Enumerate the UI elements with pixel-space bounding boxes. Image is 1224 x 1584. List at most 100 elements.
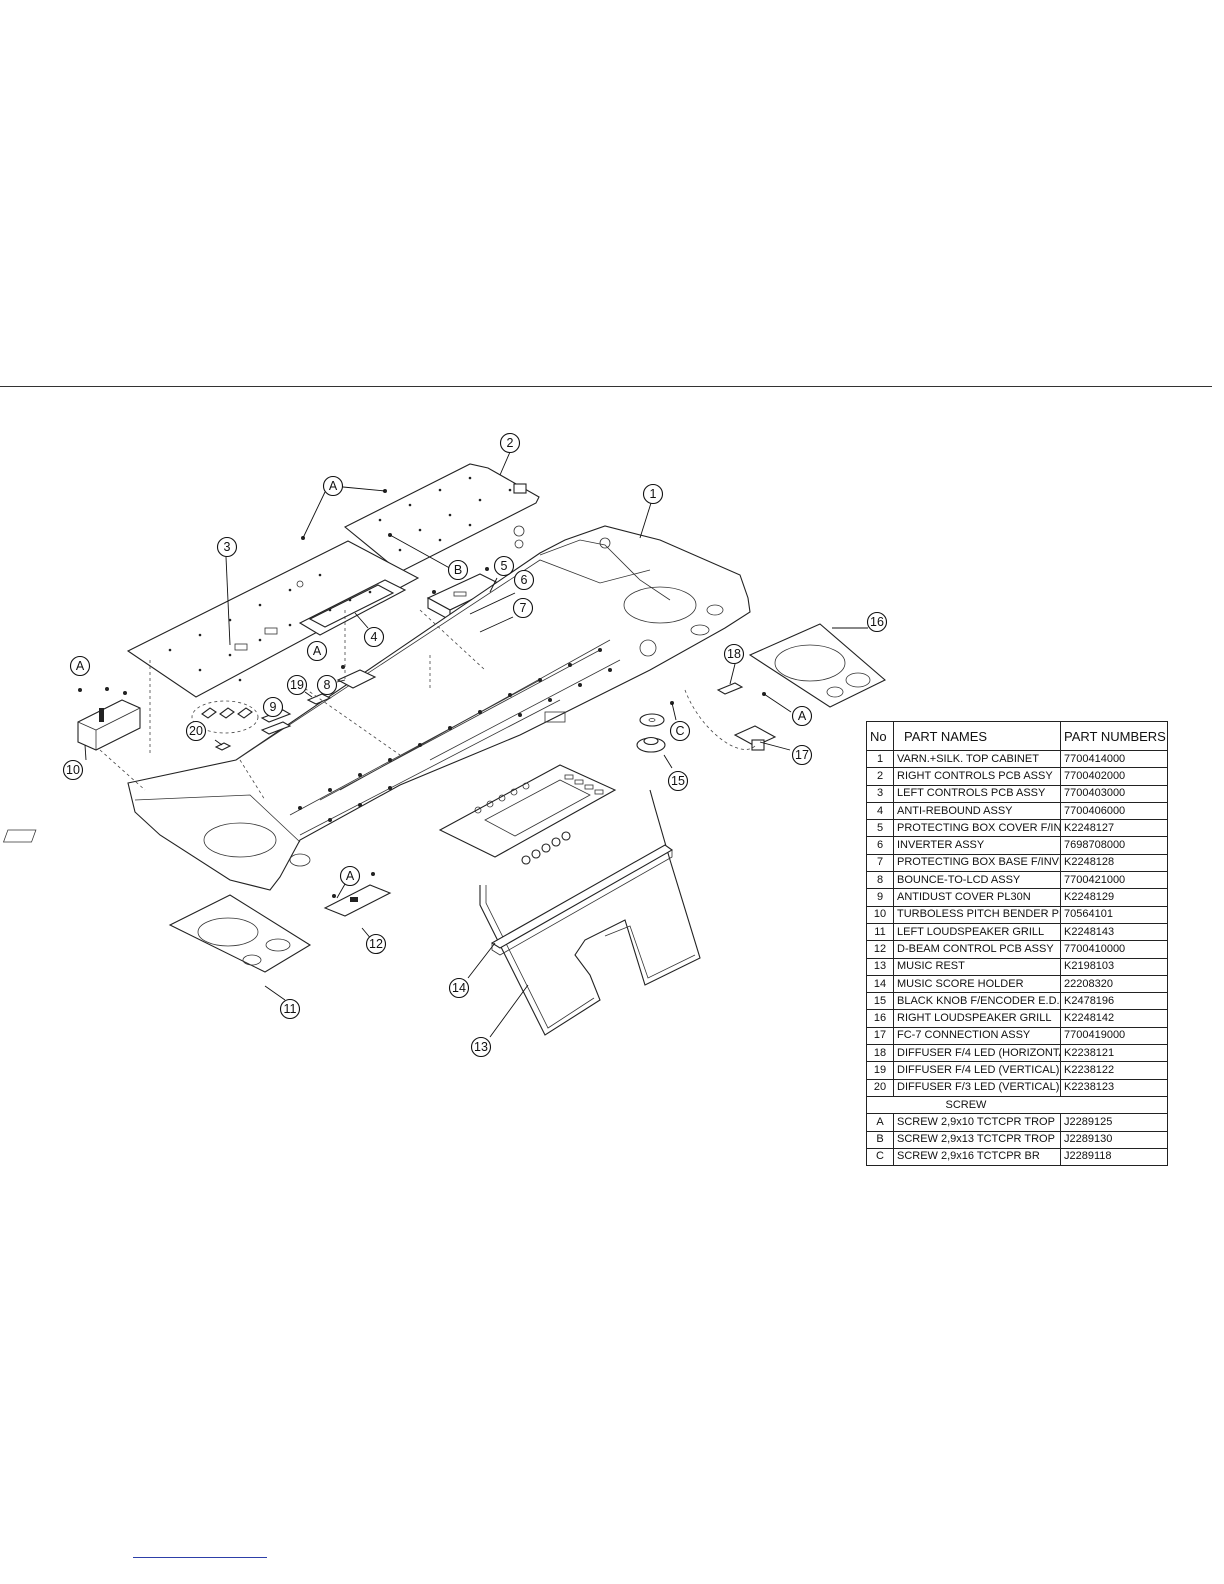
leader-lines bbox=[84, 451, 868, 1038]
callout-8: 8 bbox=[316, 674, 338, 696]
callout-13: 13 bbox=[470, 1036, 492, 1058]
assembly-guide-lines bbox=[99, 609, 486, 801]
callout-label: 19 bbox=[290, 678, 304, 692]
part-number-cell: K2248142 bbox=[1060, 1009, 1168, 1028]
part-name-cell: TURBOLESS PITCH BENDER PBH0201 bbox=[893, 905, 1061, 924]
part-10-pitch-bender bbox=[77, 699, 141, 751]
callout-label: 14 bbox=[452, 981, 466, 995]
callout-4: 4 bbox=[363, 626, 385, 648]
part-name-cell: VARN.+SILK. TOP CABINET bbox=[893, 749, 1061, 769]
part-number-cell: J2289118 bbox=[1060, 1147, 1168, 1167]
part-no-cell: 13 bbox=[866, 957, 894, 976]
header-part-numbers: PART NUMBERS bbox=[1060, 721, 1168, 751]
part-15-black-knob bbox=[636, 713, 666, 753]
callout-label: A bbox=[329, 479, 338, 493]
callout-label: A bbox=[346, 869, 355, 883]
part-name-cell: SCREW 2,9x10 TCTCPR TROP bbox=[893, 1113, 1061, 1132]
part-no-cell: C bbox=[866, 1147, 894, 1167]
part-20-diffuser-f3-led bbox=[191, 700, 259, 751]
part-12-d-beam-pcb bbox=[323, 884, 392, 917]
callout-label: 9 bbox=[270, 700, 277, 714]
callout-1: 1 bbox=[642, 483, 664, 505]
part-number-cell: 7700406000 bbox=[1060, 801, 1168, 821]
callout-12: 12 bbox=[365, 933, 387, 955]
part-name-cell: LEFT LOUDSPEAKER GRILL bbox=[893, 922, 1061, 942]
part-number-cell: 7700414000 bbox=[1060, 749, 1168, 769]
callout-label: 12 bbox=[369, 937, 383, 951]
part-number-cell: K2198103 bbox=[1060, 957, 1168, 976]
part-name-cell: D-BEAM CONTROL PCB ASSY bbox=[893, 940, 1061, 959]
part-number-cell: K2248128 bbox=[1060, 853, 1168, 873]
callout-label: 15 bbox=[671, 774, 685, 788]
callout-label: 11 bbox=[284, 1002, 297, 1016]
callout-10: 10 bbox=[62, 759, 84, 781]
callout-18: 18 bbox=[723, 643, 745, 665]
footer-link-underline bbox=[133, 1557, 267, 1558]
callout-label: 18 bbox=[727, 647, 741, 661]
part-number-cell: K2238121 bbox=[1060, 1044, 1168, 1063]
callout-label: 17 bbox=[795, 748, 809, 762]
part-name-cell: BOUNCE-TO-LCD ASSY bbox=[893, 871, 1061, 890]
part-name-cell: DIFFUSER F/3 LED (VERTICAL) bbox=[893, 1078, 1061, 1097]
part-no-cell: 19 bbox=[866, 1061, 894, 1080]
part-number-cell: 7700421000 bbox=[1060, 871, 1168, 890]
part-number-cell: K2238123 bbox=[1060, 1078, 1168, 1097]
part-no-cell: 2 bbox=[866, 767, 894, 786]
callout-11: 11 bbox=[279, 998, 301, 1020]
part-19-diffuser-vertical bbox=[306, 693, 332, 705]
top-divider-line bbox=[0, 386, 1212, 387]
part-no-cell: 15 bbox=[866, 992, 894, 1011]
callout-label: 5 bbox=[501, 559, 508, 573]
part-18-diffuser-horizontal bbox=[716, 682, 744, 695]
part-no-cell: 6 bbox=[866, 836, 894, 855]
part-no-cell: 20 bbox=[866, 1078, 894, 1097]
callout-label: 6 bbox=[521, 573, 528, 587]
part-11-left-loudspeaker-grill bbox=[168, 894, 312, 973]
callout-16: 16 bbox=[866, 611, 888, 633]
callout-a-bottom: A bbox=[339, 865, 361, 887]
part-name-cell: PROTECTING BOX BASE F/INVERTER bbox=[893, 853, 1061, 873]
callout-6: 6 bbox=[513, 569, 535, 591]
callout-label: 4 bbox=[371, 630, 378, 644]
part-no-cell: 14 bbox=[866, 974, 894, 994]
part-name-cell: ANTIDUST COVER PL30N bbox=[893, 888, 1061, 907]
callout-5: 5 bbox=[493, 555, 515, 577]
part-number-cell: J2289125 bbox=[1060, 1113, 1168, 1132]
callout-a-center: A bbox=[306, 640, 328, 662]
callout-label: A bbox=[76, 659, 85, 673]
part-number-cell: 22208320 bbox=[1060, 974, 1168, 994]
callout-label: 16 bbox=[870, 615, 884, 629]
part-name-cell: LEFT CONTROLS PCB ASSY bbox=[893, 784, 1061, 803]
part-number-cell: 7700419000 bbox=[1060, 1026, 1168, 1046]
part-number-cell: 70564101 bbox=[1060, 905, 1168, 924]
part-number-cell: 7700402000 bbox=[1060, 767, 1168, 786]
screw-heading-spacer bbox=[866, 1095, 894, 1115]
callout-label: C bbox=[675, 724, 684, 738]
part-1-top-cabinet bbox=[2, 525, 751, 891]
part-name-cell: INVERTER ASSY bbox=[893, 836, 1061, 855]
callout-a-right: A bbox=[791, 705, 813, 727]
callout-label: 20 bbox=[189, 724, 203, 738]
part-no-cell: 8 bbox=[866, 871, 894, 890]
part-name-cell: RIGHT LOUDSPEAKER GRILL bbox=[893, 1009, 1061, 1028]
callout-2: 2 bbox=[499, 432, 521, 454]
part-name-cell: DIFFUSER F/4 LED (HORIZONTAL) bbox=[893, 1044, 1061, 1063]
callout-b: B bbox=[447, 559, 469, 581]
callout-14: 14 bbox=[448, 977, 470, 999]
part-no-cell: 7 bbox=[866, 853, 894, 873]
callout-label: B bbox=[454, 563, 462, 577]
callout-label: A bbox=[798, 709, 807, 723]
